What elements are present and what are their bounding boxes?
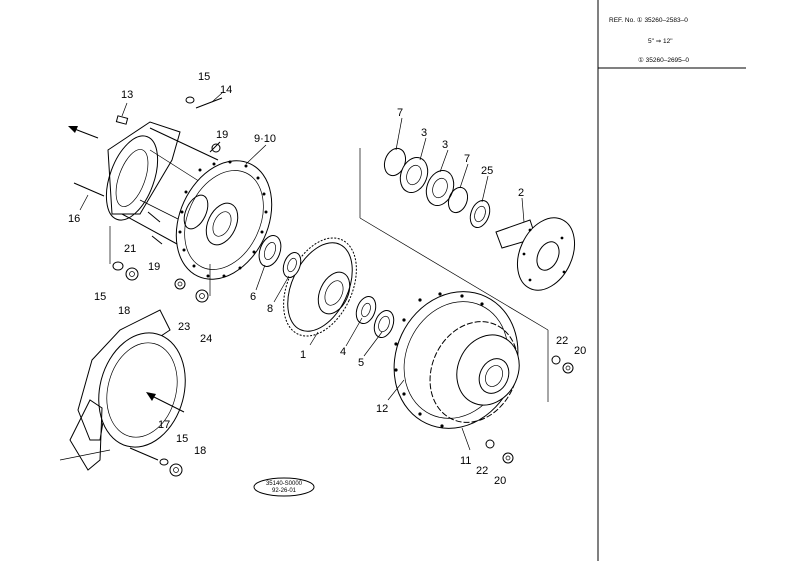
callout-15-top: 15 [198,71,210,83]
nut-18-left [125,267,139,281]
drum-bolt-holes [394,292,484,428]
callout-labels: 13 15 14 19 9·10 16 21 19 15 18 23 24 6 … [68,71,586,487]
callout-17: 17 [158,419,170,431]
reference-box: REF. No. ① 35260–2583–0 5" ⇒ 12" ① 35260… [597,0,746,561]
callout-23: 23 [178,321,190,333]
nut-23 [174,278,186,290]
callout-24: 24 [200,333,212,345]
callout-22-right: 22 [556,335,568,347]
leader-lines [109,117,525,451]
stud-17 [129,447,159,461]
callout-15-left: 15 [94,291,106,303]
bearing-4 [355,295,377,325]
ref-size-change: 5" ⇒ 12" [648,38,673,45]
callout-4: 4 [340,346,346,358]
bolt-21 [147,211,161,223]
callout-14: 14 [220,84,232,96]
hub-housing [105,121,273,280]
washer-15-left [112,261,124,271]
backing-plate [59,309,186,471]
callout-7-right: 7 [464,153,470,165]
seal-25 [469,199,491,229]
washer-22-bottom [485,439,495,449]
callout-25: 25 [481,165,493,177]
callout-11: 11 [460,455,471,467]
ref-new-number: ① 35260–2695–0 [638,56,689,64]
callout-19-top: 19 [216,129,228,141]
callout-15-bottom: 15 [176,433,188,445]
callout-6: 6 [250,291,256,303]
stamp-code: 35140-S0000 [266,481,303,487]
direction-arrow [68,126,99,139]
ref-number-line: REF. No. ① 35260–2583–0 [609,16,688,24]
brake-drum [393,291,520,429]
callout-12: 12 [376,403,388,415]
washer-15-bottom [159,458,169,466]
nut-24 [195,289,209,303]
callout-20-right: 20 [574,345,586,357]
drawing-stamp: 35140-S0000 92-26-01 [253,477,315,497]
washer-22-right [551,355,561,365]
callout-13: 13 [121,89,133,101]
callout-22-bottom: 22 [476,465,488,477]
callout-20-bottom: 20 [494,475,506,487]
callout-7-left: 7 [397,107,403,119]
stud-16 [73,182,105,211]
nut-20-bottom [502,452,514,464]
callout-16: 16 [68,213,80,225]
callout-18-left: 18 [118,305,130,317]
seal-8 [282,251,302,279]
component-group-bracket [359,148,549,402]
callout-21: 21 [124,243,136,255]
stud-13 [115,102,129,125]
nut-20-right [562,362,574,374]
axle-shaft-flange [495,217,576,291]
bolt-19-lower [151,235,163,245]
bearing-3a [399,157,429,193]
bolt-14 [195,92,223,109]
callout-18-bottom: 18 [194,445,206,457]
callout-9-10: 9·10 [254,133,276,145]
callout-1: 1 [300,349,306,361]
callout-2: 2 [518,187,524,199]
callout-8: 8 [267,303,273,315]
callout-3-left: 3 [421,127,427,139]
stamp-date: 92-26-01 [272,488,297,494]
collar-5 [373,309,395,339]
nut-18-bottom [169,463,183,477]
callout-19-lower: 19 [148,261,160,273]
flange-bolt-holes [178,160,268,278]
callout-5: 5 [358,357,364,369]
callout-3-right: 3 [442,139,448,151]
bolt-19-top [209,141,221,153]
snap-ring-7b [447,186,469,214]
washer-15-top [185,96,195,104]
